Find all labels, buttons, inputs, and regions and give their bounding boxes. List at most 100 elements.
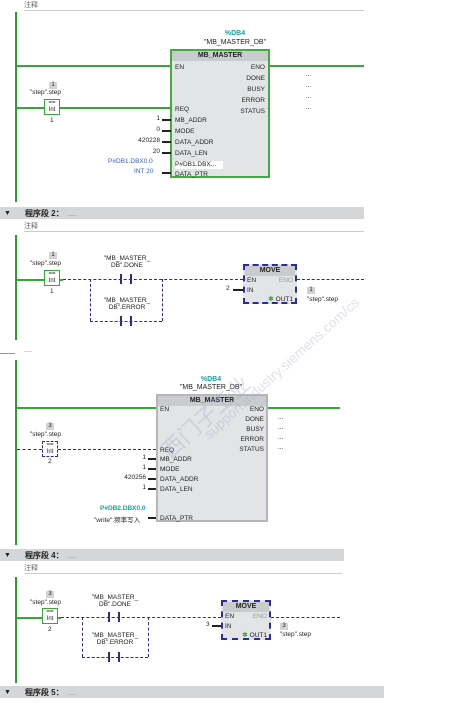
segment4-header[interactable]: ▼ 程序段 4： .... — [0, 549, 344, 561]
param-line — [162, 130, 171, 132]
segment2-comment: 注释 — [24, 223, 38, 230]
compare-box[interactable]: == Int — [44, 99, 60, 115]
db-number: %DB4 — [200, 376, 222, 383]
collapse-triangle-icon[interactable]: ▼ — [4, 688, 11, 696]
error-output[interactable]: ... — [306, 93, 312, 100]
contact-done-label: "MB_MASTER_DB".DONE — [103, 255, 151, 269]
data-len-value[interactable]: 1 — [142, 484, 146, 491]
mb-addr-value[interactable]: 1 — [156, 115, 160, 122]
pin-mb-addr: MB_ADDR — [160, 456, 192, 463]
move-pin-out: ✱ OUT1 — [267, 296, 293, 303]
block-title: MB_MASTER — [172, 51, 268, 61]
ptr-type-value[interactable]: INT 20 — [134, 168, 154, 175]
pin-en: EN — [160, 406, 170, 413]
move-out-num: 3 — [280, 623, 288, 630]
compare-op: == — [46, 442, 54, 448]
segment5-header[interactable]: ▼ 程序段 5： .... — [0, 686, 384, 698]
contact-error[interactable] — [108, 652, 120, 662]
power-rail — [15, 360, 17, 545]
move-out-var[interactable]: "step".step — [280, 631, 311, 638]
status-output[interactable]: ... — [278, 444, 284, 451]
ptr-area-value[interactable]: P#DB1.DBX0.0 — [108, 158, 153, 165]
db-name: "MB_MASTER_DB" — [179, 384, 243, 391]
ptr-area-value[interactable]: P#DB2.DBX0.0 — [100, 505, 146, 512]
segment2-header[interactable]: ▼ 程序段 2： .... — [0, 207, 364, 219]
pin-mb-addr: MB_ADDR — [175, 117, 207, 124]
collapse-triangle-icon[interactable]: ▼ — [4, 551, 11, 559]
data-addr-value[interactable]: 420228 — [138, 137, 160, 144]
mode-value[interactable]: 0 — [156, 126, 160, 133]
move-in-value[interactable]: 2 — [226, 285, 230, 292]
rung-wire-dashed — [61, 617, 221, 618]
done-output[interactable]: ... — [306, 71, 312, 78]
rung-wire-dashed — [297, 279, 364, 280]
param-line — [148, 468, 156, 470]
compare-value: 2 — [48, 458, 52, 465]
collapse-triangle-icon[interactable]: ▼ — [4, 209, 11, 217]
compare-var[interactable]: "step".step — [30, 431, 61, 438]
data-addr-value[interactable]: 420256 — [124, 474, 146, 481]
mb-master-block[interactable]: MB_MASTER EN REQ MB_ADDR MODE DATA_ADDR … — [170, 49, 270, 178]
req-wire — [17, 107, 172, 109]
contact-done[interactable] — [120, 274, 132, 284]
rung-wire — [17, 279, 63, 281]
pin-status: STATUS — [240, 108, 265, 115]
move-pin-in: IN — [247, 287, 254, 294]
rung-wire-dashed — [271, 617, 340, 618]
compare-box[interactable]: == Int — [42, 441, 58, 457]
compare-value: 2 — [48, 626, 52, 633]
param-line — [162, 141, 171, 143]
status-output[interactable]: ... — [306, 104, 312, 111]
busy-output[interactable]: ... — [278, 424, 284, 431]
mb-addr-value[interactable]: 1 — [142, 454, 146, 461]
contact-done[interactable] — [108, 612, 120, 622]
segment2-dots: .... — [67, 208, 77, 218]
compare-var[interactable]: "step".step — [30, 260, 61, 267]
param-line — [148, 458, 156, 460]
move-in-value[interactable]: 3 — [206, 621, 210, 628]
compare-instance-num: 1 — [49, 252, 57, 259]
busy-output[interactable]: ... — [306, 82, 312, 89]
mode-value[interactable]: 1 — [142, 464, 146, 471]
pin-data-ptr: DATA_PTR — [175, 171, 208, 178]
error-output[interactable]: ... — [278, 434, 284, 441]
compare-box[interactable]: == Int — [42, 608, 58, 624]
contact-error-label: "MB_MASTER_DB".ERROR — [91, 632, 139, 646]
pin-mode: MODE — [175, 128, 195, 135]
move-block[interactable]: MOVE EN ENO IN ✱ OUT1 — [221, 600, 271, 640]
contact-done-label: "MB_MASTER_DB".DONE — [91, 594, 139, 608]
compare-instance-num: 3 — [46, 591, 54, 598]
pin-eno: ENO — [249, 406, 264, 413]
param-line — [148, 478, 156, 480]
compare-value: 1 — [50, 117, 54, 124]
param-line — [162, 172, 171, 174]
compare-instance-num: 3 — [46, 423, 54, 430]
divider — [0, 353, 15, 354]
mb-master-block[interactable]: MB_MASTER EN REQ MB_ADDR MODE DATA_ADDR … — [156, 394, 268, 522]
pin-data-len: DATA_LEN — [175, 150, 208, 157]
compare-op: == — [48, 100, 56, 106]
compare-var[interactable]: "step".step — [30, 89, 61, 96]
branch-wire — [82, 617, 83, 657]
req-wire-dashed — [17, 449, 42, 450]
contact-error[interactable] — [120, 316, 132, 326]
data-len-value[interactable]: 20 — [152, 148, 160, 155]
move-out-var[interactable]: "step".step — [307, 296, 338, 303]
pin-status: STATUS — [239, 446, 264, 453]
compare-box[interactable]: == Int — [44, 270, 60, 286]
en-wire — [17, 65, 172, 67]
param-line — [212, 625, 221, 627]
ptr-var-value[interactable]: "write".频率写入 — [94, 517, 141, 524]
compare-instance-num: 1 — [49, 82, 57, 89]
branch-wire — [148, 617, 149, 657]
move-pin-eno: ENO — [278, 277, 293, 284]
pin-done: DONE — [245, 416, 264, 423]
compare-var[interactable]: "step".step — [30, 599, 61, 606]
segment5-title: 程序段 5： — [24, 687, 64, 697]
power-rail — [15, 577, 17, 683]
star-icon: ✱ — [241, 632, 248, 639]
move-block[interactable]: MOVE EN ENO IN ✱ OUT1 — [243, 264, 297, 304]
done-output[interactable]: ... — [278, 414, 284, 421]
compare-type: Int — [48, 278, 56, 284]
branch-wire — [90, 279, 91, 321]
